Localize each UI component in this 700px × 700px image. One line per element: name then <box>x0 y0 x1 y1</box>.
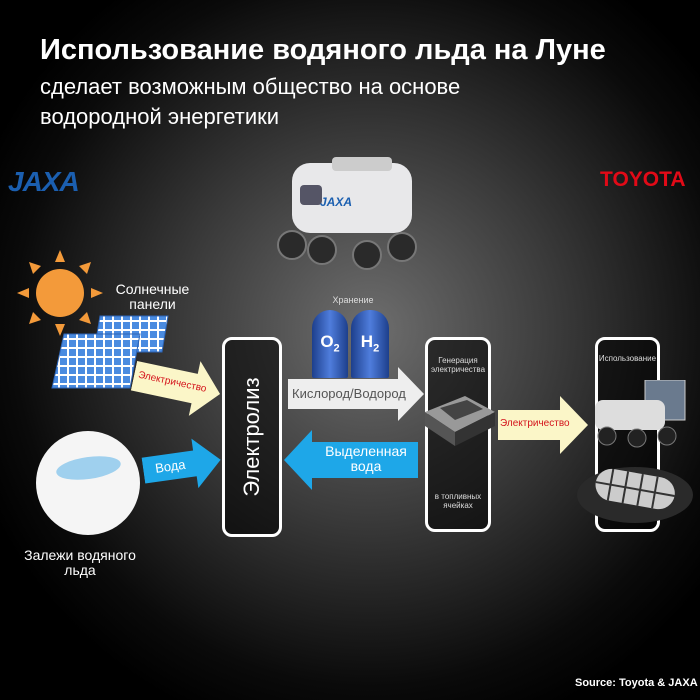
toyota-logo: TOYOTA <box>600 168 686 191</box>
electrolysis-box: Электролиз <box>222 337 282 537</box>
hydrogen-tank: H2 <box>351 310 389 378</box>
lunar-rover-image: JAXA <box>272 155 432 270</box>
electricity-arrow-to-usage: Электричество <box>498 396 590 454</box>
solar-panels-label: Солнечные панели <box>115 281 190 312</box>
source-credit: Source: Toyota & JAXA <box>575 677 698 689</box>
solar-panel-icon <box>50 312 170 397</box>
released-water-arrow: Выделенная вода <box>284 430 418 490</box>
oxygen-tank: O2 <box>312 310 348 378</box>
rover-jaxa-badge: JAXA <box>320 195 353 209</box>
storage-label: Хранение <box>332 295 374 305</box>
page-title: Использование водяного льда на Луне <box>40 34 606 66</box>
ice-deposits-label: Залежи водяного льда <box>24 547 136 578</box>
usage-habitat-image <box>575 455 695 525</box>
fuel-cell-image <box>405 392 500 450</box>
sun-icon <box>15 248 105 343</box>
jaxa-logo: JAXA <box>8 166 80 197</box>
ice-deposit-image <box>36 431 140 535</box>
usage-rover-image <box>585 379 700 450</box>
page-subtitle: сделает возможным общество на основе вод… <box>40 74 461 129</box>
oxygen-hydrogen-arrow: Кислород/Водород <box>288 367 426 422</box>
electricity-arrow-to-electrolysis: Электричество <box>128 346 229 423</box>
water-arrow: Вода <box>140 435 226 496</box>
